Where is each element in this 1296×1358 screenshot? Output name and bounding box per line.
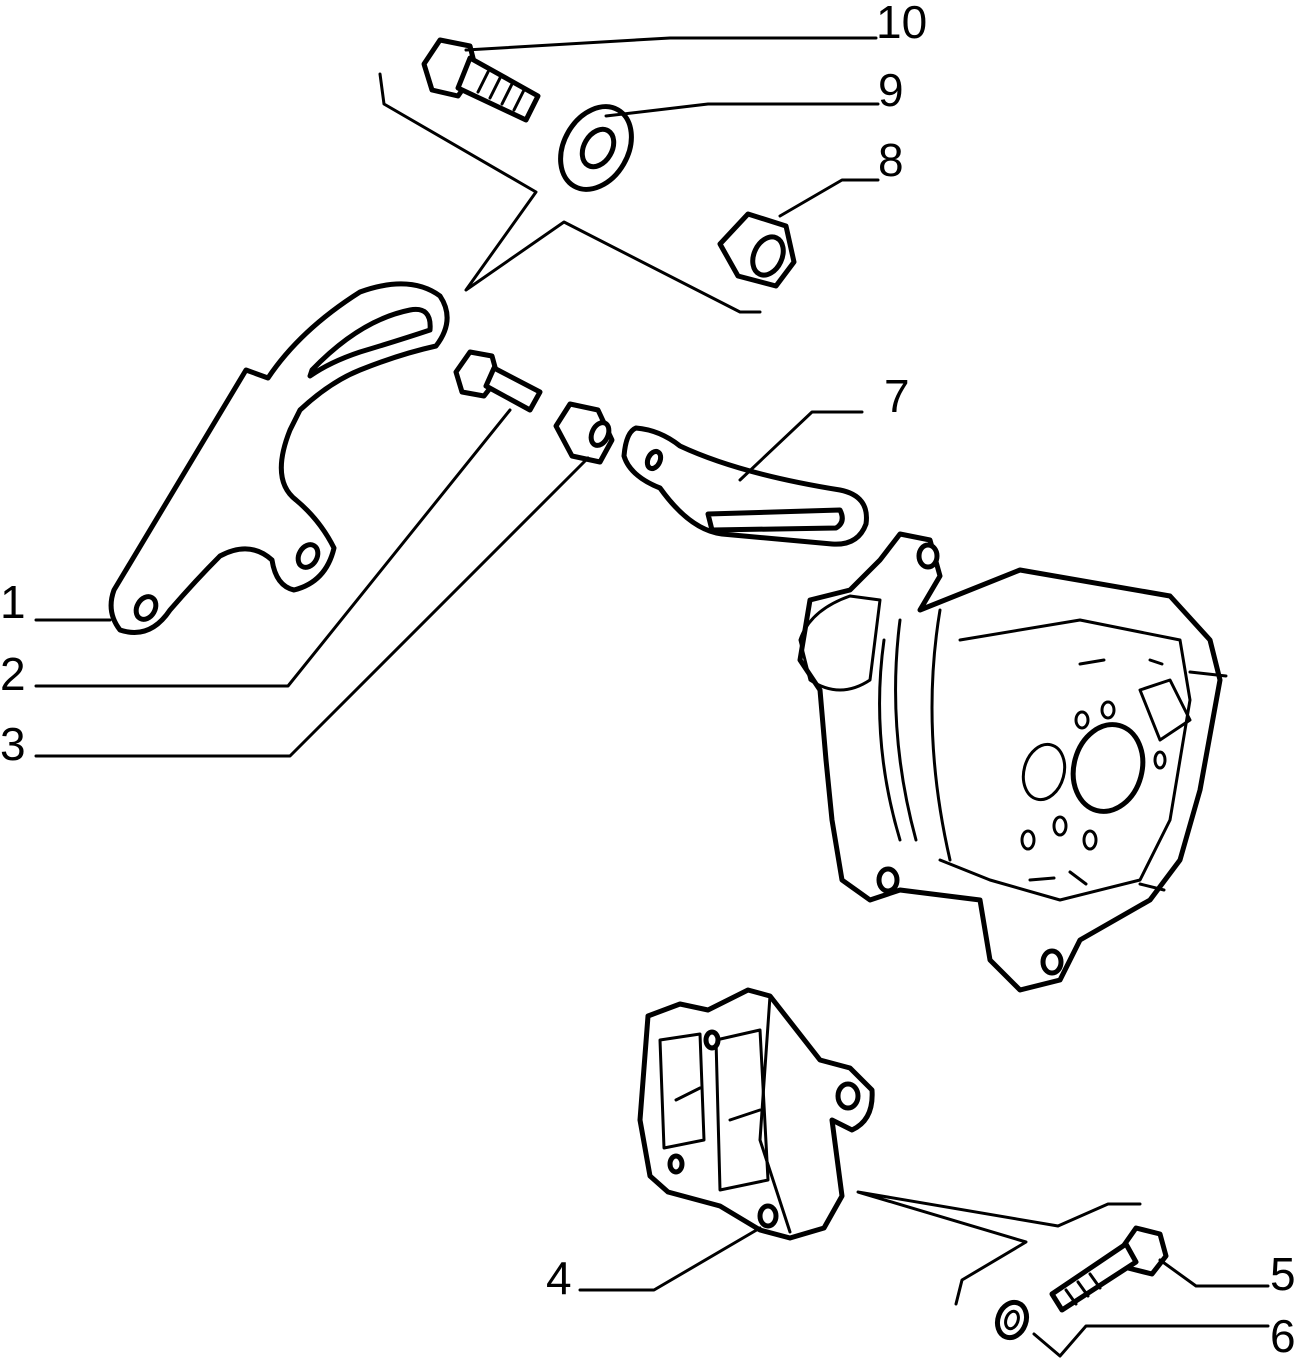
part-2-bolt [453,349,543,413]
leader-6 [1032,1324,1270,1358]
leader-2 [34,408,512,688]
callout-7: 7 [884,370,910,422]
callout-6: 6 [1270,1310,1296,1358]
group-bracket-top [378,72,762,314]
leader-4 [578,1226,762,1292]
leader-10 [464,36,878,52]
leader-5 [1158,1258,1270,1288]
alternator [797,531,1228,993]
callout-2: 2 [0,648,26,700]
part-10-bolt [421,37,541,123]
group-bracket-bottom [856,1190,1142,1306]
part-6-washer [994,1299,1030,1341]
callout-8: 8 [878,134,904,186]
part-5-bolt [1049,1225,1169,1313]
leader-9 [604,102,880,118]
part-8-nut [717,211,797,289]
callout-9: 9 [878,64,904,116]
part-7-adjusting-link [621,425,869,547]
callout-4: 4 [546,1252,572,1304]
part-1-bracket [108,281,450,635]
callout-1: 1 [0,576,26,628]
callout-10: 10 [876,0,927,48]
callout-5: 5 [1270,1248,1296,1300]
leader-3 [34,456,590,758]
part-3-spacer [553,401,615,465]
leader-lines [34,36,1270,1358]
part-9-washer [558,104,634,192]
part-4-lower-bracket [637,987,875,1241]
leader-8 [778,178,880,218]
callout-3: 3 [0,718,26,770]
leader-7 [738,410,864,482]
